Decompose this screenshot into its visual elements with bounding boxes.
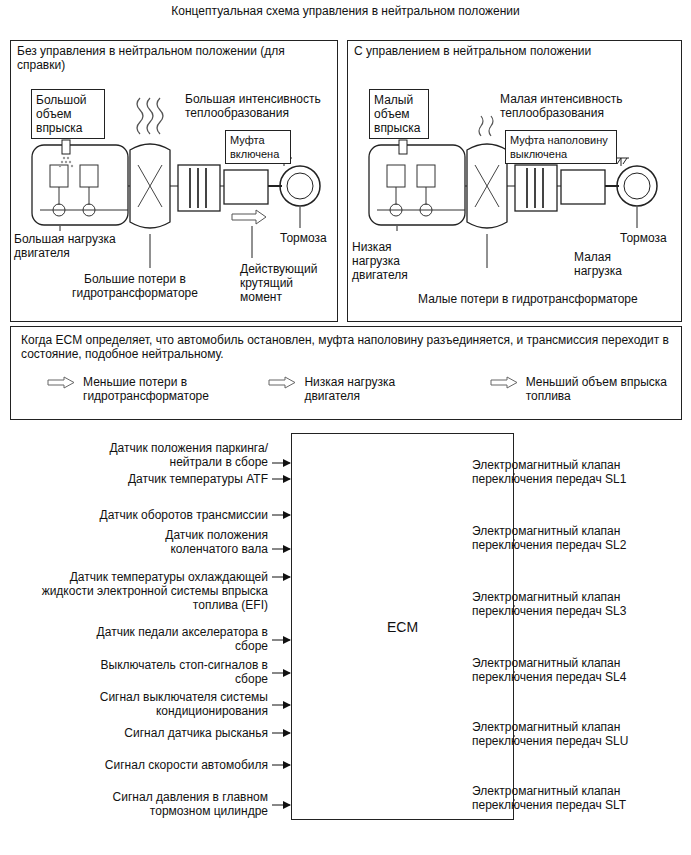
- callout-label: Малая интенсивность теплообразования: [500, 92, 650, 120]
- node-text: Когда ECM определяет, что автомобиль ост…: [21, 333, 671, 361]
- callout-box: Муфта включена: [225, 130, 291, 164]
- input-signal: Датчик положения коленчатого вала: [138, 528, 268, 556]
- callout-label: Малые потери в гидротрансформаторе: [418, 292, 668, 306]
- node-text: Малый объем впрыска: [374, 93, 424, 135]
- output-solenoid: Электромагнитный клапан переключения пер…: [472, 656, 662, 684]
- callout-label: Малая нагрузка: [574, 250, 638, 278]
- node-text: Большой объем впрыска: [36, 93, 100, 135]
- node-text: ECM: [387, 620, 418, 634]
- output-solenoid: Электромагнитный клапан переключения пер…: [472, 524, 662, 552]
- callout-label: Большая нагрузка двигателя: [14, 232, 124, 260]
- result-item: Низкая нагрузка двигателя: [268, 375, 449, 403]
- callout-label: Действующий крутящий момент: [240, 262, 332, 304]
- ecm-box: ECM: [291, 433, 514, 820]
- result-row: Меньшие потери в гидротрансформаторе Низк…: [21, 375, 671, 403]
- input-signal: Сигнал выключателя системы кондициониров…: [68, 690, 268, 718]
- hollow-arrow: [490, 376, 518, 389]
- callout-box: Большой объем впрыска: [31, 89, 105, 139]
- hollow-arrow: [268, 376, 296, 389]
- node-text: Муфта наполовину выключена: [510, 133, 612, 161]
- output-solenoid: Электромагнитный клапан переключения пер…: [472, 784, 662, 812]
- callout-box: Муфта наполовину выключена: [505, 130, 617, 164]
- hollow-arrow: [47, 376, 75, 389]
- input-signal: Сигнал скорости автомобиля: [20, 758, 268, 772]
- callout-label: Тормоза: [620, 231, 678, 245]
- callout-label: Большие потери в гидротрансформаторе: [60, 272, 210, 300]
- input-signal: Сигнал датчика рысканья: [40, 726, 268, 740]
- output-solenoid: Электромагнитный клапан переключения пер…: [472, 590, 662, 618]
- note-box: Когда ECM определяет, что автомобиль ост…: [10, 326, 682, 420]
- node-text: Без управления в нейтральном положении (…: [17, 44, 331, 72]
- input-signal: Датчик температуры охлаждающей жидкости …: [38, 570, 268, 612]
- input-signal: Датчик положения паркинга/ нейтрали в сб…: [60, 441, 268, 469]
- diagram-title: Концептуальная схема управления в нейтра…: [0, 4, 691, 18]
- result-text: Меньшие потери в гидротрансформаторе: [83, 375, 228, 403]
- callout-box: Малый объем впрыска: [369, 89, 429, 139]
- output-solenoid: Электромагнитный клапан переключения пер…: [472, 458, 662, 486]
- input-signal: Датчик педали акселератора в сборе: [88, 625, 268, 653]
- node-text: С управлением в нейтральном положении: [354, 44, 675, 58]
- input-signal: Сигнал давления в главном тормозном цили…: [78, 790, 268, 818]
- result-text: Низкая нагрузка двигателя: [304, 375, 449, 403]
- result-text: Меньший объем впрыска топлива: [526, 375, 671, 403]
- result-item: Меньшие потери в гидротрансформаторе: [47, 375, 228, 403]
- callout-label: Большая интенсивность теплообразования: [185, 92, 335, 120]
- callout-label: Низкая нагрузка двигателя: [352, 240, 414, 282]
- input-signal: Датчик оборотов трансмиссии: [40, 508, 268, 522]
- result-item: Меньший объем впрыска топлива: [490, 375, 671, 403]
- output-solenoid: Электромагнитный клапан переключения пер…: [472, 720, 662, 748]
- input-signal: Выключатель стоп-сигналов в сборе: [98, 658, 268, 686]
- callout-label: Тормоза: [280, 231, 336, 245]
- input-signal: Датчик температуры ATF: [60, 472, 268, 486]
- node-text: Муфта включена: [230, 133, 286, 161]
